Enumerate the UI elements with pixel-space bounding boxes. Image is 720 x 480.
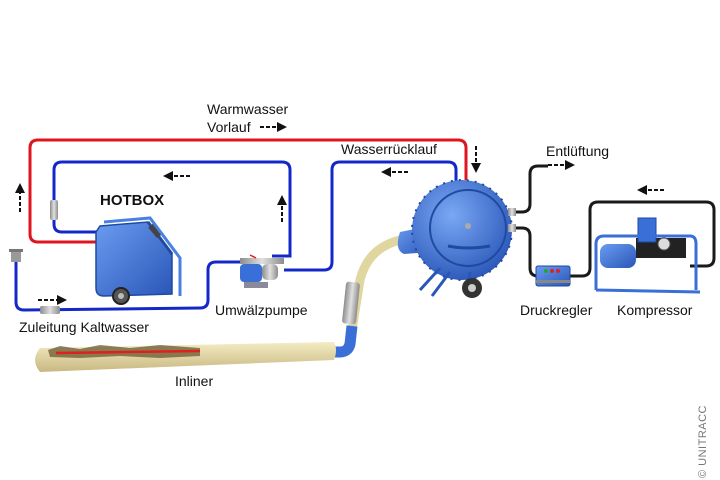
copyright-notice: © UNITRACC	[697, 405, 709, 478]
flow-arrows	[15, 122, 664, 305]
label-water-return: Wasserrücklauf	[341, 141, 437, 157]
air-line-regulator	[512, 226, 548, 278]
label-compressor: Kompressor	[617, 302, 693, 318]
pressure-regulator	[535, 265, 571, 287]
resin-stripe	[55, 349, 201, 355]
valve-icon	[40, 306, 60, 314]
air-line-compressor	[566, 200, 716, 278]
inliner-hose	[347, 235, 402, 331]
label-warm-supply-1: Warmwasser	[207, 101, 289, 117]
inversion-drum	[397, 179, 516, 298]
loop-valve-icon	[50, 200, 58, 220]
label-hotbox: HOTBOX	[100, 192, 165, 209]
label-circulation-pump: Umwälzpumpe	[215, 302, 308, 318]
calibration-pipe	[342, 281, 360, 325]
hot-water-supply-line	[28, 138, 468, 244]
circulation-pump	[240, 254, 284, 288]
label-warm-supply-2: Vorlauf	[207, 119, 251, 135]
label-pressure-regulator: Druckregler	[520, 302, 593, 318]
hotbox-unit	[95, 216, 182, 305]
label-cold-feed: Zuleitung Kaltwasser	[19, 319, 149, 335]
elbow-pipe	[330, 325, 358, 358]
hotbox-return-loop	[52, 160, 292, 258]
label-inliner: Inliner	[175, 373, 214, 389]
faucet-icon	[9, 249, 23, 262]
venting-line	[512, 164, 548, 214]
cold-feed-line	[14, 260, 240, 312]
inliner-tube	[35, 342, 336, 372]
compressor	[594, 217, 701, 294]
label-venting: Entlüftung	[546, 143, 610, 159]
water-return-line	[284, 160, 458, 272]
